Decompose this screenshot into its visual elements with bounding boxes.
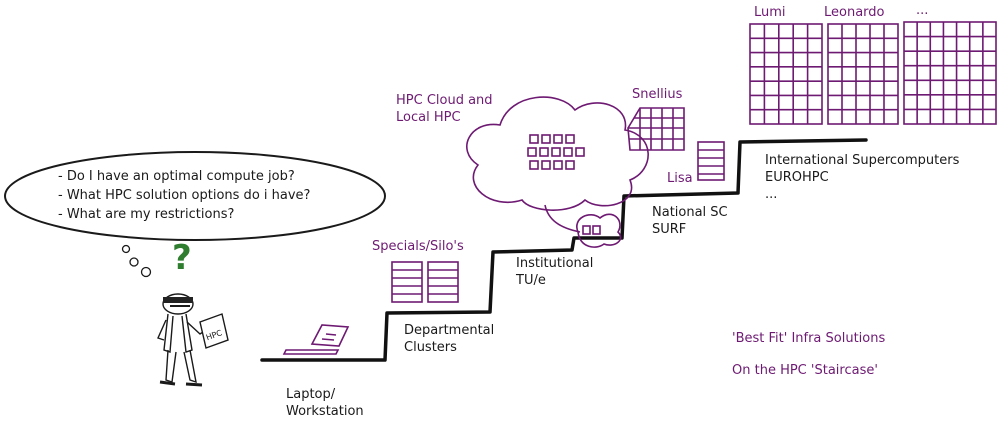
step-international-label: International Supercomputers EUROHPC ... <box>765 152 959 203</box>
step-national-label: National SC SURF <box>652 204 728 238</box>
leonardo-grid <box>827 23 899 125</box>
specials-label: Specials/Silo's <box>372 239 464 254</box>
thought-line-2: - What HPC solution options do i have? <box>58 188 311 203</box>
step-international-line3: ... <box>765 187 778 202</box>
step-national-line1: National SC <box>652 205 728 220</box>
figure-leg-right <box>183 349 197 384</box>
hpc-cloud-label: HPC Cloud and Local HPC <box>396 92 493 126</box>
step-institutional-line1: Institutional <box>516 256 594 271</box>
lisa-server-icon <box>697 141 725 181</box>
figure-body-left <box>163 313 174 353</box>
thought-dot-3 <box>140 266 152 278</box>
step-international-line2: EUROHPC <box>765 170 829 185</box>
lisa-label: Lisa <box>667 171 693 186</box>
thought-dot-2 <box>129 257 139 267</box>
step-institutional-line2: TU/e <box>516 273 546 288</box>
figure-feet <box>159 380 203 387</box>
figure-leg-left <box>165 349 177 383</box>
laptop-icon <box>282 324 350 355</box>
snellius-building-icon <box>627 107 685 151</box>
more-systems-label: ... <box>916 3 929 18</box>
question-mark: ? <box>172 238 192 278</box>
step-institutional-label: Institutional TU/e <box>516 255 593 289</box>
snellius-label: Snellius <box>632 87 683 102</box>
leonardo-label: Leonardo <box>824 5 885 20</box>
hpc-cloud-icon <box>466 96 649 248</box>
figure-arm-left <box>157 319 167 341</box>
step-laptop-line1: Laptop/ <box>286 387 336 402</box>
thought-bubble <box>4 151 386 241</box>
caption-line-1: 'Best Fit' Infra Solutions <box>732 331 886 346</box>
staircase-line <box>260 138 868 362</box>
thought-line-3: - What are my restrictions? <box>58 207 235 222</box>
step-departmental-line2: Clusters <box>404 340 457 355</box>
hpc-cloud-line1: HPC Cloud and <box>396 93 493 108</box>
step-national-line2: SURF <box>652 222 687 237</box>
hpc-cloud-line2: Local HPC <box>396 110 461 125</box>
thought-bubble-text: - Do I have an optimal compute job? - Wh… <box>58 167 310 224</box>
person-figure: HPC <box>157 293 229 387</box>
step-laptop-label: Laptop/ Workstation <box>286 386 364 420</box>
figure-body-right <box>181 313 193 353</box>
step-laptop-line2: Workstation <box>286 404 364 419</box>
thought-line-1: - Do I have an optimal compute job? <box>58 169 295 184</box>
thought-dot-1 <box>121 244 131 254</box>
figure-head <box>162 293 194 315</box>
caption-line-2: On the HPC 'Staircase' <box>732 363 878 378</box>
lumi-grid <box>749 23 823 125</box>
step-departmental-line1: Departmental <box>404 323 495 338</box>
step-departmental-label: Departmental Clusters <box>404 322 494 356</box>
step-international-line1: International Supercomputers <box>765 153 960 168</box>
supercomputer-grids <box>749 21 997 125</box>
departmental-servers-icon <box>391 261 459 303</box>
figure-paper <box>199 313 229 349</box>
lumi-label: Lumi <box>754 5 786 20</box>
more-systems-grid <box>903 21 997 125</box>
